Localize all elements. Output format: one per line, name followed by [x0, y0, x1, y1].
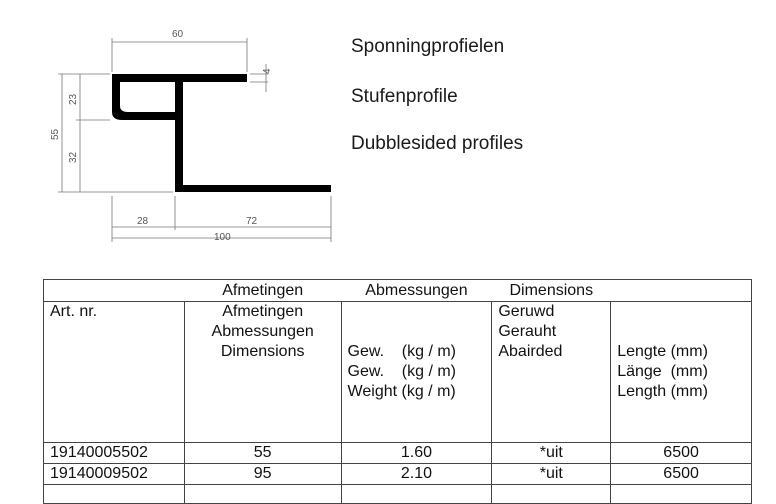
col-header-weight: Gew. (kg / m)Gew. (kg / m)Weight (kg / m…	[340, 301, 493, 443]
dim-bottom-right: 72	[246, 216, 258, 227]
group-header-row: Afmetingen Abmessungen Dimensions	[43, 279, 752, 302]
dim-lip-height: 4	[262, 68, 273, 74]
title-english: Dubblesided profiles	[351, 133, 524, 154]
cell-length: 6500	[610, 442, 752, 464]
dim-left-upper: 23	[68, 93, 79, 105]
dim-top-width: 60	[172, 29, 184, 40]
group-header-abmessungen: Abmessungen	[341, 279, 492, 302]
dim-left-total: 55	[50, 128, 61, 140]
title-german: Stufenprofile	[351, 86, 458, 107]
table-row: 19140005502 55 1.60 *uit 6500	[43, 442, 752, 464]
dim-left-lower: 32	[68, 151, 79, 163]
profile-technical-drawing: 60 4 23 55 32 28 72 100	[50, 29, 332, 243]
col-header-length: Lengte (mm)Länge (mm)Length (mm)	[610, 301, 752, 443]
cell-dimension: 95	[183, 463, 342, 485]
cell-art-nr: 19140005502	[43, 442, 185, 464]
dim-bottom-left: 28	[137, 216, 149, 227]
title-dutch: Sponningprofielen	[351, 36, 505, 57]
group-header-dimensions: Dimensions	[491, 279, 611, 302]
empty-row	[43, 484, 752, 504]
cell-weight: 1.60	[340, 442, 493, 464]
cell-art-nr: 19140009502	[43, 463, 185, 485]
cell-dimension: 55	[183, 442, 342, 464]
cell-finish: *uit	[491, 442, 612, 464]
profile-outline	[112, 74, 331, 192]
cell-length: 6500	[610, 463, 752, 485]
group-header-afmetingen: Afmetingen	[184, 279, 342, 302]
cell-weight: 2.10	[340, 463, 493, 485]
spec-table: Afmetingen Abmessungen Dimensions Art. n…	[43, 279, 752, 504]
cell-finish: *uit	[491, 463, 612, 485]
dim-bottom-total: 100	[214, 232, 231, 243]
col-header-art-nr: Art. nr.	[43, 301, 185, 443]
table-row: 19140009502 95 2.10 *uit 6500	[43, 463, 752, 485]
